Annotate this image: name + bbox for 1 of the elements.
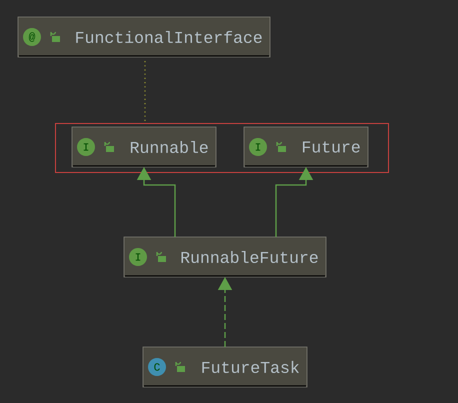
- selection-frame: [55, 123, 389, 173]
